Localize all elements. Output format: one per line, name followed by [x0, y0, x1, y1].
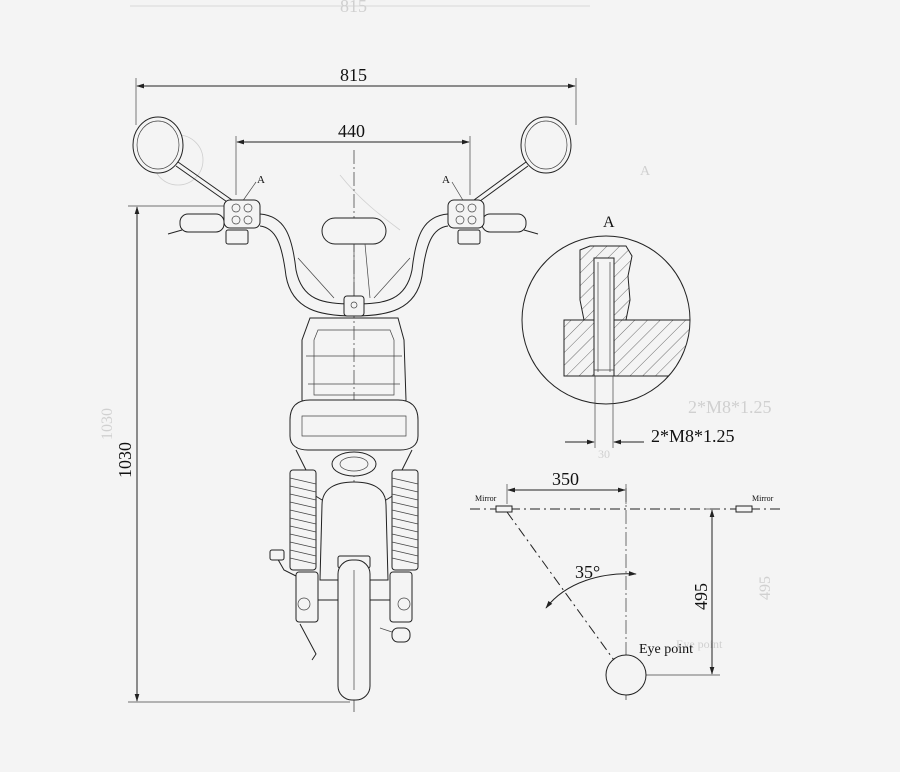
right-mirror [473, 116, 572, 205]
right-shock [391, 469, 419, 571]
left-mirror [132, 116, 233, 205]
thread-spec-ghost: 2*M8*1.25 [688, 397, 772, 417]
eye-point-marker [605, 654, 647, 696]
right-switch [447, 199, 485, 245]
left-shock [289, 469, 317, 571]
left-switch [223, 199, 261, 245]
mirror-span-ghost: 815 [340, 0, 367, 16]
mirror-left-label: Mirror [475, 494, 497, 503]
handlebar-span-label: 440 [338, 121, 365, 141]
horizontal-offset-label: 350 [552, 469, 579, 489]
detail-marker-right: A [442, 174, 450, 186]
dimension-overall-height: 1030 [115, 205, 350, 703]
left-mirror-marker [495, 505, 513, 513]
detail-title: A [603, 214, 615, 231]
mirror-span-label: 815 [340, 65, 367, 85]
detail-marker-left: A [257, 174, 265, 186]
detail-marker-ghost: A [640, 164, 651, 179]
sight-line-diagram: Mirror Mirror 350 495 35° Eye point [470, 469, 780, 700]
right-mirror-marker [735, 505, 753, 513]
overall-height-label: 1030 [115, 442, 135, 478]
ghost-number: 30 [598, 447, 610, 461]
dimension-handlebar-span: 440 [235, 121, 471, 195]
view-angle-label: 35° [575, 562, 600, 582]
vertical-offset-ghost: 495 [757, 576, 774, 600]
scooter-front-view: A A [132, 116, 572, 712]
thread-spec-label: 2*M8*1.25 [651, 426, 735, 446]
vertical-offset-label: 495 [691, 583, 711, 610]
eye-point-label: Eye point [639, 642, 693, 657]
dimension-mirror-span: 815 [135, 65, 577, 125]
overall-height-ghost: 1030 [99, 408, 116, 440]
mirror-right-label: Mirror [752, 494, 774, 503]
detail-view: A 2*M8*1.25 [521, 214, 735, 448]
